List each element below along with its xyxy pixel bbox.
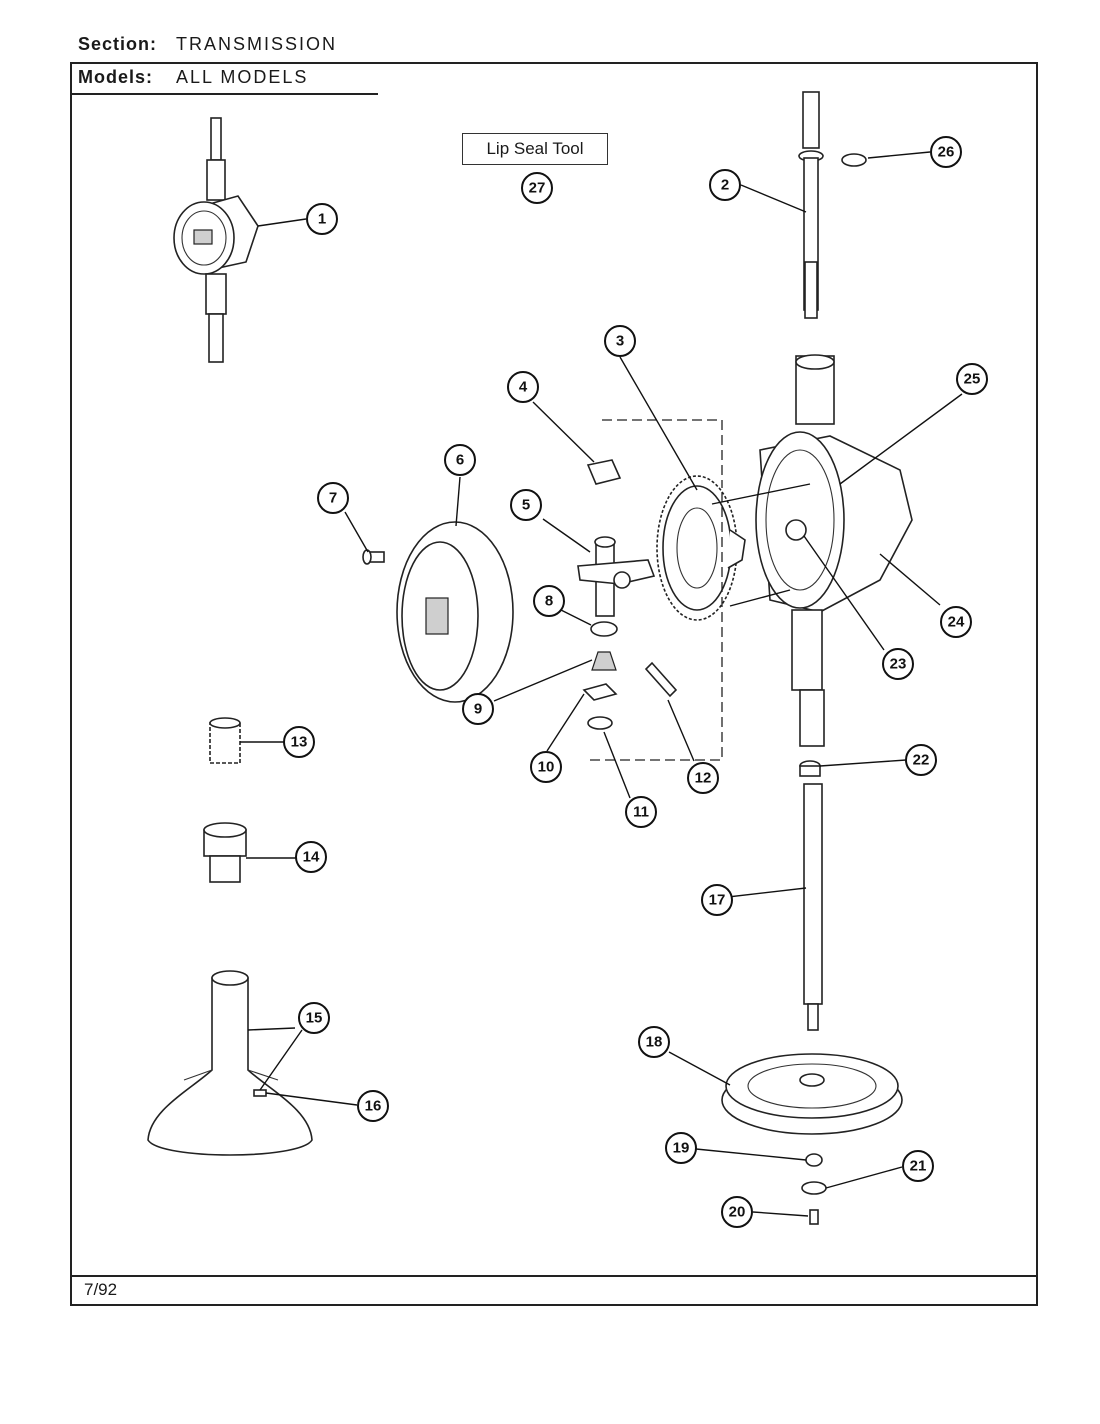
callout-16: 16: [357, 1090, 389, 1122]
section-value: TRANSMISSION: [176, 34, 338, 54]
part-9-pinion: [591, 651, 617, 671]
callout-12: 12: [687, 762, 719, 794]
part-3-gear: [656, 475, 746, 621]
svg-text:1: 1: [318, 211, 326, 228]
part-17-shaft: [803, 783, 823, 1031]
callout-15: 15: [298, 1002, 330, 1034]
part-14-bushing: [203, 822, 247, 883]
part-12-pin: [644, 661, 678, 698]
part-8-washer: [590, 621, 618, 637]
callout-19: 19: [665, 1132, 697, 1164]
housing-edge-bottom: [729, 589, 791, 607]
svg-text:10: 10: [538, 759, 555, 776]
revision-date: 7/92: [84, 1280, 118, 1299]
part-7-screw: [362, 549, 385, 565]
svg-text:19: 19: [673, 1140, 690, 1157]
svg-text:13: 13: [291, 734, 308, 751]
part-24-housing: [755, 354, 913, 747]
part-26-ring: [841, 153, 867, 167]
part-2-shaft: [798, 91, 824, 319]
callout-8: 8: [533, 585, 565, 617]
lip-seal-tool-label: Lip Seal Tool: [462, 133, 608, 165]
svg-text:6: 6: [456, 452, 464, 469]
part-18-pulley: [721, 1053, 903, 1135]
callout-20: 20: [721, 1196, 753, 1228]
housing-edge-top: [711, 483, 811, 505]
callout-10: 10: [530, 751, 562, 783]
callout-7: 7: [317, 482, 349, 514]
part-1-transmission-assembly: [173, 117, 259, 363]
models-value: ALL MODELS: [176, 67, 309, 87]
svg-text:2: 2: [721, 177, 729, 194]
models-label: Models:: [78, 67, 154, 87]
section-header: Section: TRANSMISSION: [78, 34, 337, 55]
callout-27: 27: [521, 172, 553, 204]
callout-1: 1: [306, 203, 338, 235]
callout-17: 17: [701, 884, 733, 916]
callout-13: 13: [283, 726, 315, 758]
part-19-nut: [805, 1153, 823, 1167]
models-divider: [70, 93, 378, 95]
svg-text:12: 12: [695, 770, 712, 787]
part-4-clip: [586, 459, 622, 485]
callout-leaders: [240, 151, 963, 1217]
callout-18: 18: [638, 1026, 670, 1058]
svg-text:20: 20: [729, 1204, 746, 1221]
svg-text:11: 11: [633, 804, 649, 821]
callout-9: 9: [462, 693, 494, 725]
part-15-agitator-base: [147, 970, 313, 1156]
part-21-washer: [801, 1181, 827, 1195]
svg-text:25: 25: [964, 371, 981, 388]
footer-divider: [70, 1275, 1038, 1277]
svg-text:24: 24: [948, 614, 965, 631]
svg-text:8: 8: [545, 593, 553, 610]
svg-text:26: 26: [938, 144, 955, 161]
callout-5: 5: [510, 489, 542, 521]
models-header: Models: ALL MODELS: [78, 67, 308, 88]
callout-2: 2: [709, 169, 741, 201]
svg-text:18: 18: [646, 1034, 663, 1051]
callout-14: 14: [295, 841, 327, 873]
svg-text:9: 9: [474, 701, 482, 718]
callout-21: 21: [902, 1150, 934, 1182]
svg-text:23: 23: [890, 656, 907, 673]
svg-text:15: 15: [306, 1010, 323, 1027]
callout-4: 4: [507, 371, 539, 403]
svg-text:5: 5: [522, 497, 530, 514]
section-label: Section:: [78, 34, 158, 54]
svg-text:14: 14: [303, 849, 320, 866]
assembly-path-top: [602, 419, 723, 488]
callout-11: 11: [625, 796, 657, 828]
svg-text:17: 17: [709, 892, 726, 909]
svg-text:4: 4: [519, 379, 528, 396]
callout-26: 26: [930, 136, 962, 168]
part-13-sleeve: [209, 717, 241, 764]
svg-text:21: 21: [910, 1158, 927, 1175]
svg-text:27: 27: [529, 180, 546, 197]
callout-6: 6: [444, 444, 476, 476]
part-16-screw: [253, 1089, 267, 1097]
svg-text:16: 16: [365, 1098, 382, 1115]
callout-24: 24: [940, 606, 972, 638]
part-11-washer: [587, 716, 613, 730]
svg-text:3: 3: [616, 333, 624, 350]
part-5-crank: [577, 536, 656, 617]
callout-3: 3: [604, 325, 636, 357]
svg-text:22: 22: [913, 752, 930, 769]
diagram-frame: [70, 62, 1038, 1306]
part-10-plate: [582, 683, 618, 701]
part-6-cover: [396, 521, 514, 703]
callout-23: 23: [882, 648, 914, 680]
part-20-screw: [809, 1209, 819, 1225]
callout-25: 25: [956, 363, 988, 395]
part-22-bushing: [799, 760, 821, 777]
callout-22: 22: [905, 744, 937, 776]
svg-text:7: 7: [329, 490, 337, 507]
